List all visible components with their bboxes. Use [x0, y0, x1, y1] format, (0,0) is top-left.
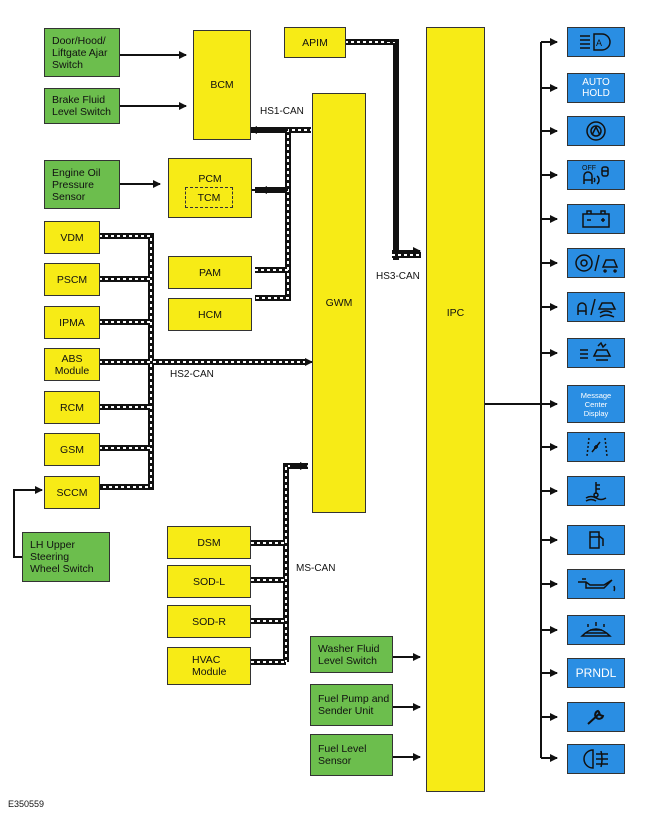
- hcm-label: HCM: [198, 308, 222, 321]
- sod-r-label: SOD-R: [192, 615, 226, 628]
- pam-label: PAM: [199, 266, 221, 279]
- front-fog-lamp-icon: [583, 749, 608, 769]
- auto-hold-label: AUTO HOLD: [582, 77, 610, 99]
- fuel-level-sensor: Fuel Level Sensor: [310, 734, 393, 776]
- auto-headlamp-icon: A: [580, 33, 611, 51]
- bcm-label: BCM: [210, 79, 234, 91]
- traction-control-icon: [577, 298, 617, 318]
- ice-warning-icon: [586, 437, 608, 457]
- sod-l-module: SOD-L: [167, 565, 251, 598]
- rcm-module: RCM: [44, 391, 100, 424]
- ms-can-label: MS-CAN: [296, 563, 336, 574]
- gsm-module: GSM: [44, 433, 100, 466]
- front-collision-warning-indicator: [567, 338, 625, 368]
- vdm-label: VDM: [60, 231, 84, 244]
- hs1-can-label: HS1-CAN: [260, 106, 304, 117]
- ipc-label: IPC: [446, 307, 465, 319]
- ipma-module: IPMA: [44, 306, 100, 339]
- washer-fluid-icon: [580, 622, 612, 637]
- door-switch-label: Door/Hood/ Liftgate Ajar Switch: [52, 34, 108, 71]
- apim-module: APIM: [284, 27, 346, 58]
- door-hood-liftgate-switch: Door/Hood/ Liftgate Ajar Switch: [44, 28, 120, 77]
- gwm-label: GWM: [325, 297, 353, 309]
- pam-module: PAM: [168, 256, 252, 289]
- brake-fluid-level-switch: Brake Fluid Level Switch: [44, 88, 120, 124]
- dsm-module: DSM: [167, 526, 251, 559]
- vdm-module: VDM: [44, 221, 100, 254]
- hill-start-assist-icon: [586, 121, 606, 141]
- hs2-can-label: HS2-CAN: [170, 369, 214, 380]
- sod-r-module: SOD-R: [167, 605, 251, 638]
- dsm-label: DSM: [197, 536, 221, 549]
- hvac-module: HVAC Module: [167, 647, 251, 685]
- hvac-label: HVAC Module: [192, 654, 227, 678]
- service-wrench-indicator: [567, 702, 625, 732]
- message-center-label: Message Center Display: [580, 390, 612, 418]
- brake-fluid-label: Brake Fluid Level Switch: [52, 94, 111, 118]
- abs-label: ABS Module: [54, 352, 90, 377]
- oil-pressure-indicator: [567, 569, 625, 599]
- ipma-label: IPMA: [59, 316, 85, 329]
- pscm-label: PSCM: [56, 273, 88, 286]
- battery-indicator: [567, 204, 625, 234]
- bcm-module: BCM: [193, 30, 251, 140]
- pcm-label: PCM: [198, 173, 222, 185]
- service-wrench-icon: [587, 709, 605, 725]
- fuel-level-label: Fuel Level Sensor: [318, 743, 367, 767]
- can-bus-lines: [99, 39, 421, 665]
- coolant-temperature-indicator: [567, 476, 625, 506]
- hcm-module: HCM: [168, 298, 252, 331]
- ice-warning-indicator: [567, 432, 625, 462]
- fuel-pump-label: Fuel Pump and Sender Unit: [318, 693, 390, 717]
- sod-l-label: SOD-L: [192, 575, 226, 588]
- fuel-icon: [589, 531, 604, 549]
- sccm-module: SCCM: [44, 476, 100, 509]
- stability-control-icon: [575, 254, 619, 273]
- gwm-module: GWM: [312, 93, 366, 513]
- pscm-module: PSCM: [44, 263, 100, 296]
- front-fog-lamp-indicator: [567, 744, 625, 774]
- gsm-label: GSM: [60, 443, 84, 456]
- oil-pressure-label: Engine Oil Pressure Sensor: [52, 166, 101, 203]
- abs-module: ABS Module: [44, 348, 100, 381]
- washer-fluid-indicator: [567, 615, 625, 645]
- ipc-module: IPC: [426, 27, 485, 792]
- sccm-label: SCCM: [56, 486, 88, 499]
- svg-text:A: A: [596, 38, 602, 48]
- stability-control-indicator: [567, 248, 625, 278]
- prndl-label: PRNDL: [575, 665, 617, 680]
- front-collision-warning-icon: [580, 341, 612, 361]
- auto-headlamp-indicator: A: [567, 27, 625, 57]
- airbag-off-label: OFF: [582, 165, 596, 172]
- lh-upper-steering-wheel-switch: LH Upper Steering Wheel Switch: [22, 532, 110, 582]
- rcm-label: RCM: [60, 401, 84, 414]
- coolant-temperature-icon: [585, 482, 607, 502]
- traction-control-indicator: [567, 292, 625, 322]
- airbag-off-indicator: OFF: [567, 160, 625, 190]
- airbag-off-icon: OFF: [582, 165, 609, 185]
- apim-label: APIM: [302, 36, 328, 49]
- tcm-submodule: TCM: [185, 187, 233, 208]
- lh-switch-label: LH Upper Steering Wheel Switch: [30, 539, 94, 575]
- washer-fluid-level-switch: Washer Fluid Level Switch: [310, 636, 393, 673]
- battery-icon: [582, 210, 610, 228]
- hs3-can-label: HS3-CAN: [376, 271, 420, 282]
- oil-pressure-icon: [578, 578, 616, 592]
- prndl-indicator: PRNDL: [567, 658, 625, 688]
- figure-id: E350559: [8, 799, 45, 809]
- hill-start-assist-indicator: [567, 116, 625, 146]
- message-center-display: Message Center Display: [567, 385, 625, 423]
- auto-hold-indicator: AUTO HOLD: [567, 73, 625, 103]
- engine-oil-pressure-sensor: Engine Oil Pressure Sensor: [44, 160, 120, 209]
- pcm-module: PCM TCM: [168, 158, 252, 218]
- tcm-label: TCM: [197, 191, 221, 204]
- fuel-indicator: [567, 525, 625, 555]
- fuel-pump-sender-unit: Fuel Pump and Sender Unit: [310, 684, 393, 726]
- washer-label: Washer Fluid Level Switch: [318, 642, 380, 667]
